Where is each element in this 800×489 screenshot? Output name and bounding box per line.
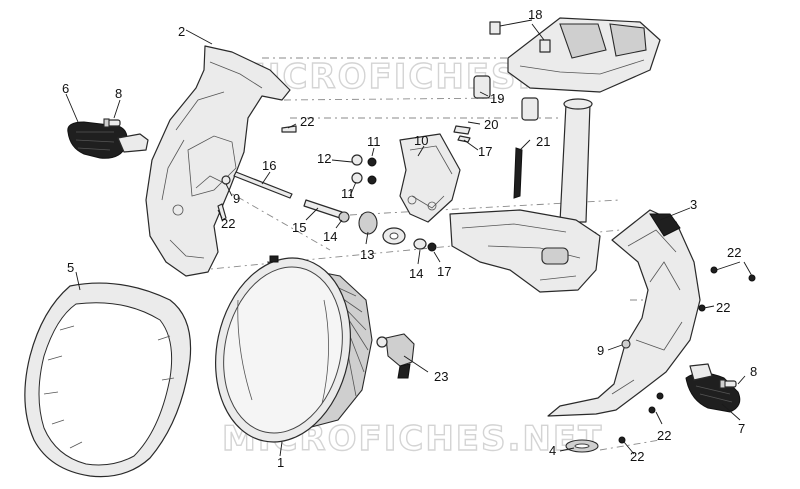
callout-22-bottom: 22 — [630, 449, 644, 464]
short-pin — [303, 199, 343, 219]
long-pin — [233, 171, 293, 199]
upper-triple-clamp — [507, 17, 661, 93]
callout-11-top: 11 — [367, 134, 381, 149]
callout-16: 16 — [262, 158, 276, 173]
callout-22-left: 22 — [221, 216, 235, 231]
callout-23: 23 — [434, 369, 448, 384]
lower-triple-clamp — [449, 209, 601, 293]
right-turn-signal — [685, 363, 741, 413]
callout-14-left: 14 — [323, 229, 337, 244]
callout-5: 5 — [67, 260, 74, 275]
right-headlight-bracket — [547, 209, 701, 417]
callout-22-right-mid: 22 — [716, 300, 730, 315]
callout-2: 2 — [178, 24, 185, 39]
callout-10: 10 — [414, 133, 428, 148]
callout-22-right-top: 22 — [727, 245, 741, 260]
callout-1: 1 — [277, 455, 284, 470]
rubber-pad — [565, 439, 599, 453]
left-headlight-bracket — [145, 45, 291, 277]
headlight-cowl — [24, 282, 192, 478]
callout-22-top: 22 — [300, 114, 314, 129]
callout-14-right: 14 — [409, 266, 423, 281]
leader-lines — [65, 19, 753, 457]
callout-22-right-low: 22 — [657, 428, 671, 443]
callout-8-left: 8 — [115, 86, 122, 101]
callout-17-bottom: 17 — [437, 264, 451, 279]
callout-9-right: 9 — [597, 343, 604, 358]
callout-6: 6 — [62, 81, 69, 96]
callout-8-right: 8 — [750, 364, 757, 379]
callout-19: 19 — [490, 91, 504, 106]
screws-right — [618, 266, 756, 444]
small-screws-top — [489, 21, 551, 53]
callout-4: 4 — [549, 443, 556, 458]
callout-21: 21 — [536, 134, 550, 149]
callout-17-top: 17 — [478, 144, 492, 159]
callout-7: 7 — [738, 421, 745, 436]
headlight-mount-bracket — [399, 133, 461, 223]
callout-12: 12 — [317, 151, 331, 166]
callout-3: 3 — [690, 197, 697, 212]
callout-13: 13 — [360, 247, 374, 262]
bolt-right — [719, 379, 737, 389]
callout-labels: 1 2 3 4 5 6 7 8 8 9 9 10 11 11 12 13 14 … — [62, 7, 757, 470]
rubber-grommets — [473, 75, 539, 199]
steering-stem — [559, 98, 593, 223]
left-turn-signal — [67, 121, 149, 159]
headlight-unit — [215, 255, 373, 443]
callout-20: 20 — [484, 117, 498, 132]
callout-11-bottom: 11 — [341, 186, 355, 201]
callout-18: 18 — [528, 7, 542, 22]
bolt-left — [103, 118, 121, 128]
headlight-bulb — [376, 333, 415, 379]
callout-15: 15 — [292, 220, 306, 235]
callout-9-left: 9 — [233, 191, 240, 206]
